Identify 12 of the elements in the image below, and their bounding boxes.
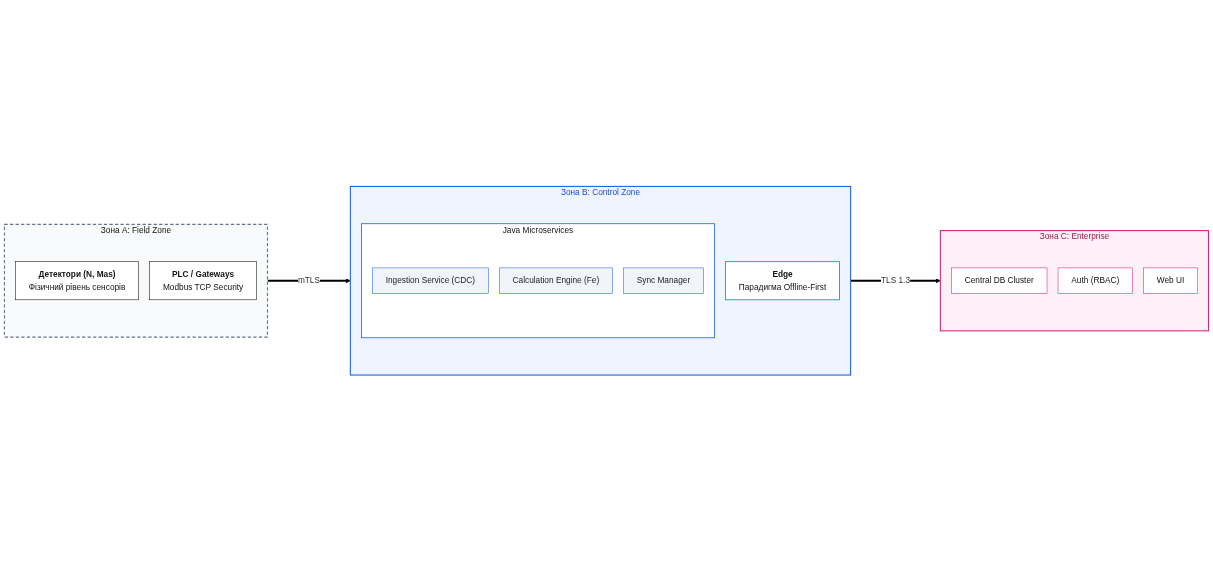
node-box: Central DB Cluster [951,267,1048,294]
edge-label: mTLS [297,275,320,285]
node-box: Auth (RBAC) [1057,267,1133,294]
node-box: Calculation Engine (Fe) [499,267,613,294]
node-box: Edge Парадигма Offline-First [725,261,840,300]
node-box: Web UI [1143,267,1198,294]
edge-label: TLS 1.3 [880,275,910,285]
node-box: Ingestion Service (CDC) [372,267,489,294]
node-box: PLC / Gateways Modbus TCP Security [149,261,257,300]
arrow [267,278,351,283]
node-box: Детектори (N, Mas) Фізичний рівень сенсорів [15,261,139,300]
node-box: Sync Manager [623,267,704,294]
